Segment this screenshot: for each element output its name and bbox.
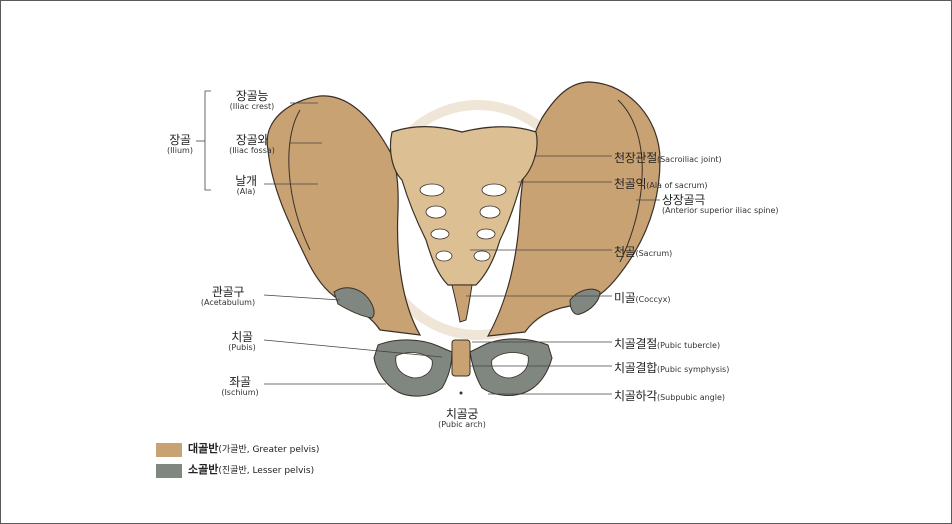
label-sacrum-en: (Sacrum) — [635, 249, 672, 258]
sacral-foramen — [480, 206, 500, 218]
legend-lesser-pelvis: 소골반(진골반, Lesser pelvis) — [156, 461, 314, 478]
legend-greater-detail: (가골반, Greater pelvis) — [218, 445, 319, 455]
label-iliac-fossa-en: (Iliac fossa) — [216, 147, 288, 155]
leader-acetabulum — [264, 295, 340, 300]
label-pubic-tubercle-ko: 치골결절 — [614, 337, 657, 351]
label-ala-sacrum-ko: 천골익 — [614, 177, 646, 191]
label-subpubic-angle-en: (Subpubic angle) — [657, 393, 725, 402]
label-subpubic-angle: 치골하각(Subpubic angle) — [614, 387, 725, 404]
label-asis: 상장골극 (Anterior superior iliac spine) — [662, 194, 779, 215]
label-ischium-ko: 좌골 — [216, 376, 264, 389]
coccyx-shape — [452, 285, 472, 322]
label-pubis: 치골 (Pubis) — [220, 331, 264, 352]
label-pubic-arch-en: (Pubic arch) — [426, 421, 498, 429]
label-sacroiliac-en: (Sacroiliac joint) — [657, 155, 722, 164]
sacral-foramen — [431, 229, 449, 239]
label-ilium-ko: 장골 — [164, 134, 196, 147]
label-ala-sacrum-en: (Ala of sacrum) — [646, 181, 707, 190]
label-ischium-en: (Ischium) — [216, 389, 264, 397]
label-sacroiliac-ko: 천장관절 — [614, 151, 657, 165]
label-coccyx-en: (Coccyx) — [635, 295, 670, 304]
pubic-arch-marker — [460, 392, 463, 395]
label-ischium: 좌골 (Ischium) — [216, 376, 264, 397]
label-iliac-crest-ko: 장골능 — [216, 90, 288, 103]
label-sacrum-ko: 천골 — [614, 245, 635, 259]
label-pubis-en: (Pubis) — [220, 344, 264, 352]
sacral-foramen — [436, 251, 452, 261]
label-asis-en: (Anterior superior iliac spine) — [662, 207, 779, 215]
label-iliac-crest-en: (Iliac crest) — [216, 103, 288, 111]
label-pubic-tubercle-en: (Pubic tubercle) — [657, 341, 720, 350]
label-iliac-fossa: 장골와 (Iliac fossa) — [216, 134, 288, 155]
pubic-symphysis-shape — [452, 340, 470, 376]
label-subpubic-angle-ko: 치골하각 — [614, 389, 657, 403]
label-pubis-ko: 치골 — [220, 331, 264, 344]
label-pubic-symphysis-en: (Pubic symphysis) — [657, 365, 729, 374]
label-ilium-en: (Ilium) — [164, 147, 196, 155]
label-pubic-arch-ko: 치골궁 — [426, 408, 498, 421]
label-sacrum: 천골(Sacrum) — [614, 243, 672, 260]
sacral-foramen — [477, 229, 495, 239]
label-pubic-symphysis: 치골결합(Pubic symphysis) — [614, 359, 729, 376]
sacral-foramen — [482, 184, 506, 196]
label-ilium: 장골 (Ilium) — [164, 134, 196, 155]
ilium-bracket — [205, 91, 211, 190]
label-iliac-fossa-ko: 장골와 — [216, 134, 288, 147]
label-sacroiliac: 천장관절(Sacroiliac joint) — [614, 149, 722, 166]
legend-swatch-greater — [156, 443, 182, 457]
sacral-foramen — [474, 251, 490, 261]
sacral-foramen — [426, 206, 446, 218]
label-acetabulum-en: (Acetabulum) — [192, 299, 264, 307]
label-ala-en: (Ala) — [226, 188, 266, 196]
legend-swatch-lesser — [156, 464, 182, 478]
label-ala: 날개 (Ala) — [226, 175, 266, 196]
label-coccyx: 미골(Coccyx) — [614, 289, 670, 306]
legend-greater-ko: 대골반 — [188, 442, 218, 455]
label-ala-ko: 날개 — [226, 175, 266, 188]
legend-lesser-ko: 소골반 — [188, 463, 218, 476]
label-ala-sacrum: 천골익(Ala of sacrum) — [614, 175, 708, 192]
label-pubic-arch: 치골궁 (Pubic arch) — [426, 408, 498, 429]
legend-lesser-detail: (진골반, Lesser pelvis) — [218, 466, 314, 476]
legend-greater-pelvis: 대골반(가골반, Greater pelvis) — [156, 440, 319, 457]
label-acetabulum: 관골구 (Acetabulum) — [192, 286, 264, 307]
label-iliac-crest: 장골능 (Iliac crest) — [216, 90, 288, 111]
label-coccyx-ko: 미골 — [614, 291, 635, 305]
sacral-foramen — [420, 184, 444, 196]
label-pubic-symphysis-ko: 치골결합 — [614, 361, 657, 375]
label-asis-ko: 상장골극 — [662, 194, 779, 207]
label-acetabulum-ko: 관골구 — [192, 286, 264, 299]
label-pubic-tubercle: 치골결절(Pubic tubercle) — [614, 335, 720, 352]
